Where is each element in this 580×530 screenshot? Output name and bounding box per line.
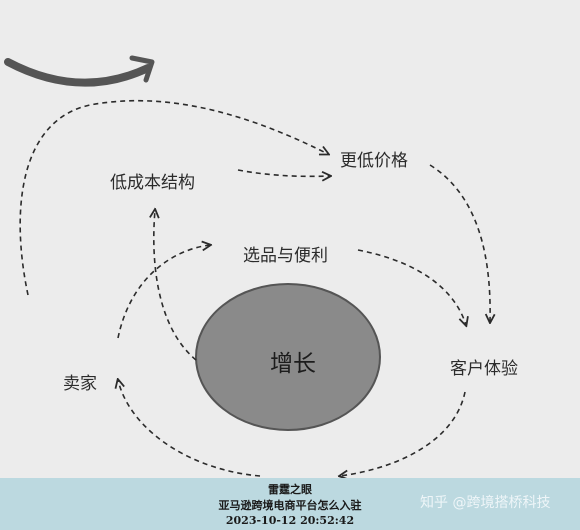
arrow-seller-to-lower-price <box>19 99 328 296</box>
arrow-selection-to-customer <box>357 249 466 325</box>
caption-title: 雷霆之眼 <box>268 483 312 496</box>
watermark: 知乎 @跨境搭桥科技 <box>420 495 551 511</box>
node-growth: 增长 <box>270 351 316 377</box>
node-seller: 卖家 <box>63 374 97 394</box>
arrow-bottom-to-seller <box>118 380 261 477</box>
node-low-cost-structure: 低成本结构 <box>110 173 195 193</box>
caption-subtitle: 亚马逊跨境电商平台怎么入驻 <box>218 499 362 512</box>
node-lower-price: 更低价格 <box>340 151 408 171</box>
arrow-seller-to-selection <box>117 245 210 339</box>
amazon-smile-logo <box>4 55 155 87</box>
caption-timestamp: 2023-10-12 20:52:42 <box>225 514 355 527</box>
flywheel-diagram <box>4 55 580 478</box>
node-selection-convenience: 选品与便利 <box>243 246 328 266</box>
arrow-customer-to-seller-bottom <box>340 391 466 476</box>
arrow-growth-to-low-cost <box>154 210 197 361</box>
arrow-lower-price-to-customer <box>429 164 490 322</box>
growth-circle <box>195 283 381 431</box>
node-customer-experience: 客户体验 <box>450 359 518 379</box>
arrow-low-cost-to-lower-price <box>237 169 330 176</box>
caption-footer: 雷霆之眼 亚马逊跨境电商平台怎么入驻 2023-10-12 20:52:42 知… <box>0 478 580 530</box>
